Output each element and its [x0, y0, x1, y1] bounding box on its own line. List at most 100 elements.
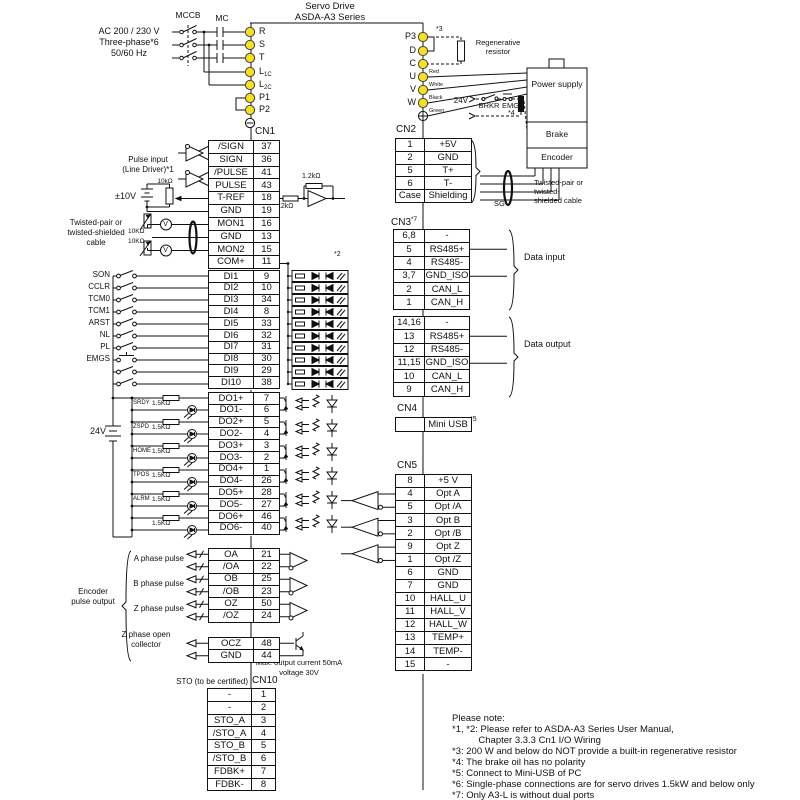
pin-cell: 10 [395, 591, 425, 606]
signal-cell: Shielding [424, 189, 472, 203]
signal-cell: DI9 [208, 364, 254, 378]
signal-cell: - [207, 688, 252, 702]
pin-cell: 25 [253, 572, 280, 586]
terminal-label-right: W [407, 96, 417, 107]
pin-cell: 43 [253, 178, 280, 193]
signal-cell: PULSE [208, 178, 254, 193]
pin-cell: 15 [253, 242, 280, 257]
signal-cell: DI6 [208, 328, 254, 342]
motor-section-encoder: Encoder [541, 152, 573, 162]
pin-cell: 5 [393, 242, 425, 257]
tref-r2-label: 12kΩ [277, 203, 294, 210]
pin-cell: 31 [253, 340, 280, 354]
signal-cell: Opt Z [424, 539, 472, 554]
encoder-cable-label-2: twisted- [534, 187, 560, 196]
note-line: *6: Single-phase connections are for ser… [452, 779, 755, 790]
pin-cell: 18 [253, 191, 280, 205]
pin-cell: 4 [395, 487, 425, 502]
signal-cell: DI3 [208, 293, 254, 307]
do-function-label: TPOS [133, 472, 150, 478]
pin-cell: 22 [253, 560, 280, 574]
signal-cell: GND [424, 565, 472, 580]
voltmeter-symbol: V [163, 221, 168, 228]
monitor-cable-label-3: cable [86, 238, 106, 247]
signal-cell: DO4- [208, 474, 254, 488]
signal-cell: RS485+ [424, 329, 470, 344]
signal-cell: STO_B [207, 739, 252, 753]
pin-cell: 29 [253, 364, 280, 378]
signal-cell: DI10 [208, 376, 254, 389]
do-function-label: ZSPD [133, 424, 150, 430]
pin-cell: 2 [395, 526, 425, 541]
signal-cell: CAN_L [424, 282, 470, 297]
note-line: *7: Only A3-L is without dual ports [452, 790, 595, 800]
motor-section-brake: Brake [545, 129, 569, 139]
do-resistor-label: 1.5KΩ [152, 520, 171, 527]
drive-title-line2: ASDA-A3 Series [294, 12, 366, 23]
pin-cell: 24 [253, 609, 280, 623]
signal-cell: OB [208, 572, 254, 586]
di-function-label: TCM0 [88, 294, 110, 303]
pin-cell: 8 [251, 777, 276, 792]
signal-cell: Mini USB [424, 417, 472, 432]
signal-cell: Opt /B [424, 526, 472, 541]
pin-cell: 1 [395, 138, 425, 152]
ac-input-label-1: AC 200 / 230 V [98, 26, 160, 36]
cn2-label: CN2 [396, 124, 417, 135]
please-note-block: Please note:*1, *2: Please refer to ASDA… [452, 713, 755, 800]
signal-cell: CAN_H [424, 382, 470, 397]
signal-cell: GND_ISO [424, 268, 470, 284]
regen-resistor-label-2: resistor [485, 47, 511, 56]
do-resistor-label: 1.5KΩ [152, 496, 171, 503]
z-open-collector-label-1: Z phase open [121, 630, 171, 639]
ac-input-label-2: Three-phase*6 [99, 37, 159, 47]
mc-label: MC [215, 13, 229, 23]
signal-cell: STO_A [207, 713, 252, 728]
pin-cell: 30 [253, 352, 280, 366]
note-line: Chapter 3.3.3 Cn1 I/O Wiring [452, 735, 601, 746]
do-resistor-label: 1.5KΩ [152, 448, 171, 455]
signal-cell: RS485- [424, 342, 470, 357]
pin-cell: 2 [393, 282, 425, 297]
wire-color-label: Green [429, 108, 445, 114]
note-line: *3: 200 W and below do NOT provide a bui… [452, 746, 737, 757]
pin-cell: 11 [395, 604, 425, 620]
signal-cell: SIGN [208, 152, 254, 167]
signal-cell: DI7 [208, 340, 254, 354]
pin-cell: 14 [395, 644, 425, 659]
signal-cell: GND [208, 229, 254, 244]
wire-color-label: Red [429, 69, 440, 75]
pin-cell: 34 [253, 293, 280, 307]
brake-24v-label: 24V [453, 96, 468, 105]
do-function-label: ALRM [133, 496, 150, 502]
signal-cell: T+ [424, 163, 472, 178]
pin-cell: 6,8 [393, 228, 425, 244]
z-open-collector-label-2: collector [131, 640, 161, 649]
pin-cell: 32 [253, 328, 280, 342]
signal-cell: FDBK+ [207, 764, 252, 779]
signal-cell: /SIGN [208, 140, 254, 154]
pin-cell: 14,16 [393, 315, 425, 331]
di-function-label: EMGS [86, 354, 110, 363]
pin-cell: 11,15 [393, 355, 425, 371]
pin-cell: 8 [395, 473, 425, 489]
tref-source-label: ±10V [115, 191, 136, 201]
signal-cell: DO5+ [208, 486, 254, 500]
pin-cell: 3 [395, 513, 425, 528]
signal-cell: GND [208, 649, 254, 663]
pin-cell: 7 [395, 578, 425, 593]
pin-cell: 28 [253, 486, 280, 500]
pin-cell: 38 [253, 376, 280, 389]
pin-cell: 37 [253, 140, 280, 154]
mccb-label: MCCB [175, 10, 201, 20]
pin-cell: 10 [393, 369, 425, 384]
signal-cell: - [424, 657, 472, 672]
signal-cell: /OB [208, 584, 254, 599]
pin-cell: Case [395, 189, 425, 203]
monitor-cable-label-2: twisted-shielded [67, 228, 125, 237]
signal-cell: /OA [208, 560, 254, 574]
pin-cell: 16 [253, 216, 280, 231]
data-input-caption: Data input [524, 252, 566, 262]
